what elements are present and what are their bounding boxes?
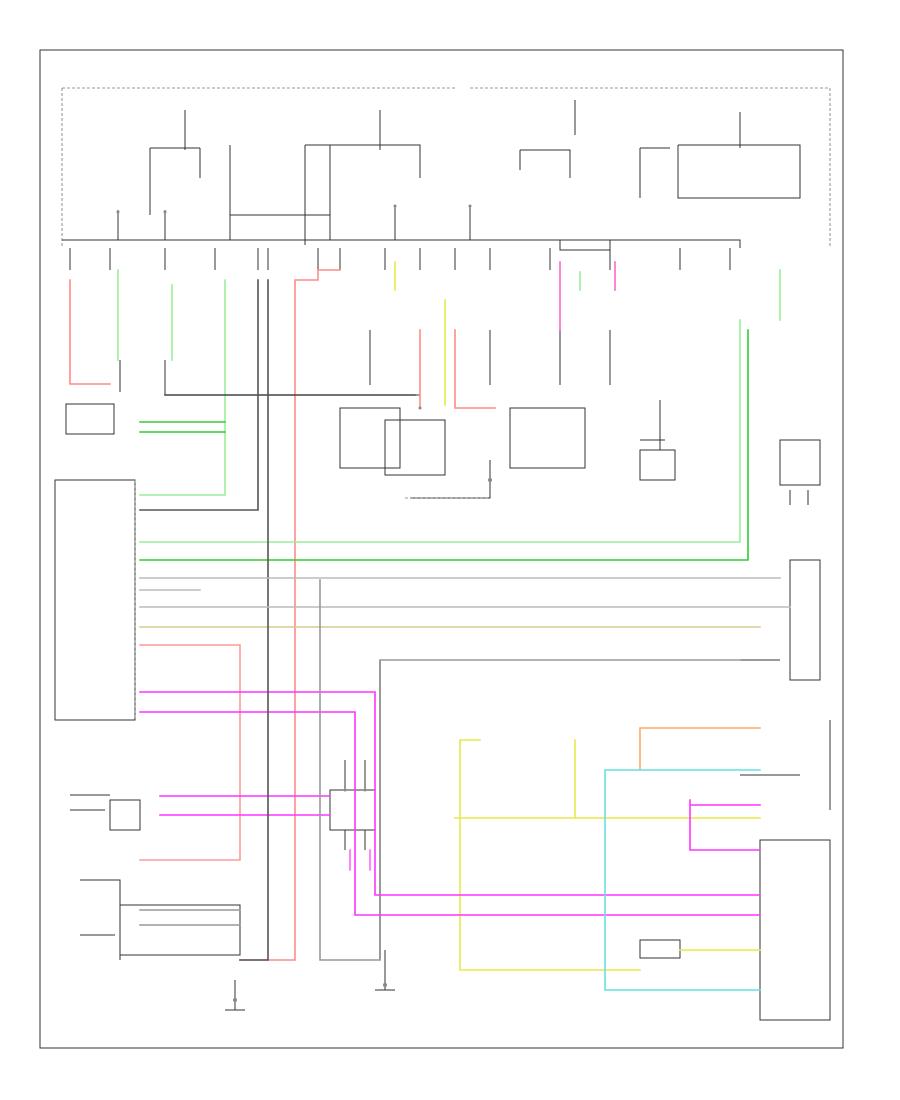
wires: [69, 261, 791, 991]
top-fuse-area: [61, 87, 831, 248]
right-modules: [740, 439, 831, 1021]
diagram-frame: [39, 49, 844, 1049]
center-relay: [329, 760, 376, 850]
terminal-markers: [116, 204, 492, 1002]
lower-left-switches: [70, 794, 395, 1011]
relay-blocks: [65, 330, 676, 499]
left-module: [54, 479, 136, 721]
distribution-bus: [62, 205, 741, 270]
